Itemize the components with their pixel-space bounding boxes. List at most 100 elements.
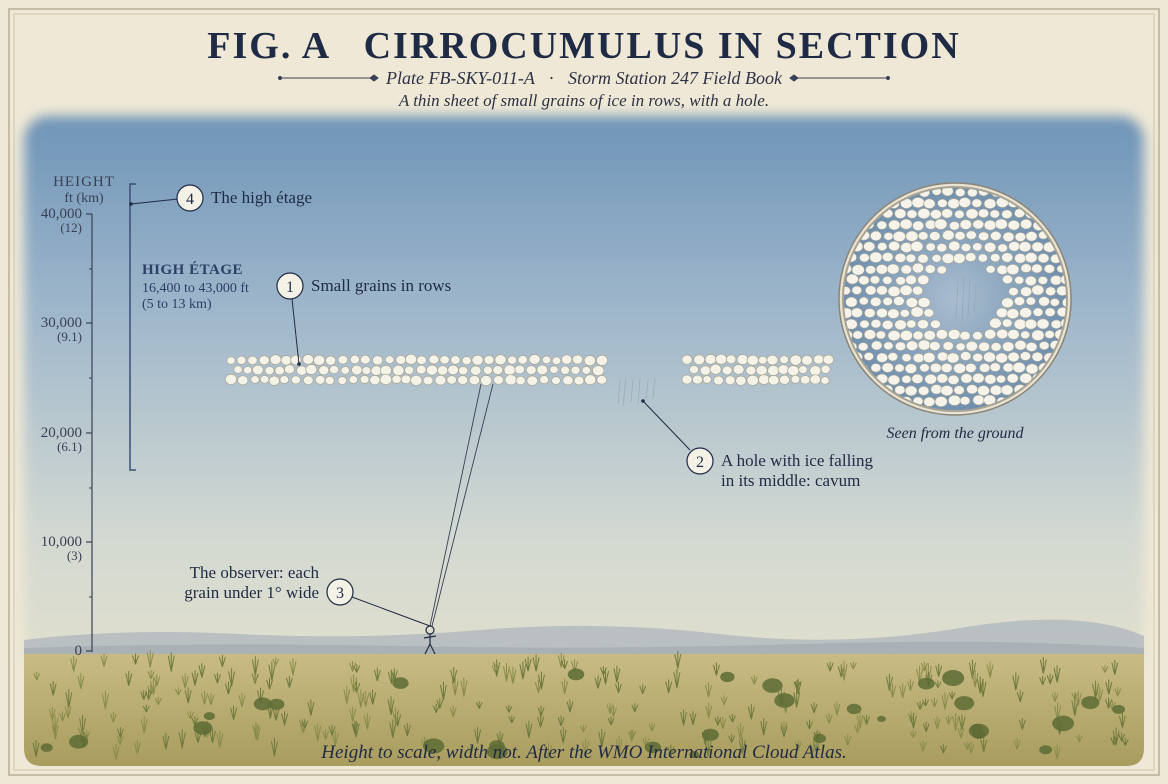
shrub	[942, 670, 965, 686]
inset-grain	[941, 252, 955, 264]
cloud-grain	[767, 375, 780, 386]
cloud-grain	[820, 364, 831, 374]
inset-grain	[972, 242, 983, 252]
grass-tuft	[187, 710, 194, 720]
grass-tuft	[760, 718, 768, 736]
grass-tuft	[720, 695, 728, 706]
inset-grain	[1001, 318, 1013, 328]
grass-tuft	[1039, 657, 1047, 674]
inset-grain	[977, 208, 989, 219]
cloud-grain	[561, 354, 573, 365]
inset-grain	[1002, 341, 1015, 352]
grass-tuft	[178, 729, 186, 749]
grass-tuft	[109, 712, 117, 723]
inset-grain	[852, 330, 863, 340]
grass-tuft	[307, 699, 315, 716]
grass-tuft	[922, 721, 930, 732]
inset-grain	[1006, 373, 1019, 384]
grass-tuft	[934, 680, 942, 689]
cloud-grain	[404, 353, 418, 365]
shrub	[269, 698, 285, 710]
inset-grain	[1056, 285, 1067, 296]
cloud-grain	[525, 365, 537, 375]
grass-tuft	[935, 663, 943, 677]
grass-tuft	[712, 662, 720, 676]
grass-tuft	[460, 677, 468, 697]
cloud-grain	[337, 355, 349, 365]
grass-tuft	[1074, 691, 1082, 706]
inset-grain	[990, 230, 1002, 241]
inset-grain	[912, 285, 924, 296]
axis-tick-km: (6.1)	[57, 439, 82, 454]
inset-grain	[882, 296, 893, 306]
grass-tuft	[557, 653, 565, 668]
inset-grain	[881, 319, 894, 330]
grass-tuft	[238, 693, 246, 708]
cloud-grain	[721, 365, 733, 376]
inset-grain	[899, 284, 913, 296]
inset-grain	[1002, 362, 1014, 373]
cloud-grain	[302, 354, 315, 365]
callout-2-number: 2	[696, 454, 704, 471]
inset-grain	[1008, 241, 1021, 252]
inset-grain	[886, 263, 900, 275]
shrub	[701, 728, 719, 741]
cloud-grain	[264, 366, 275, 376]
inset-grain	[995, 352, 1008, 364]
inset-grain	[887, 374, 901, 386]
cloud-grain	[789, 354, 802, 366]
grass-tuft	[582, 738, 590, 757]
grass-tuft	[450, 667, 458, 684]
grass-tuft	[70, 656, 78, 672]
cloud-grain	[570, 365, 581, 375]
callout-1-anchor	[297, 362, 301, 366]
grass-tuft	[916, 701, 924, 710]
grass-tuft	[738, 737, 746, 755]
cloud-grain	[689, 365, 699, 375]
cloud-grain	[572, 354, 584, 365]
shrub	[1081, 696, 1100, 710]
inset-grain	[1001, 209, 1013, 220]
inset-grain	[1025, 363, 1039, 375]
cloud-grain	[541, 355, 552, 365]
inset-grain	[989, 362, 1001, 372]
cloud-grain	[233, 365, 243, 374]
grass-tuft	[532, 654, 540, 672]
grass-tuft	[48, 706, 56, 720]
grass-tuft	[680, 709, 688, 726]
grass-tuft	[101, 690, 109, 710]
inset-grain	[1036, 318, 1050, 330]
axis-tick-km: (9.1)	[57, 329, 82, 344]
inset-grain	[965, 208, 979, 220]
inset-grain	[953, 385, 965, 395]
inset-grain	[1007, 351, 1020, 363]
axis-tick-km: (3)	[67, 548, 82, 563]
inset-grain	[924, 264, 936, 274]
grass-tuft	[931, 697, 938, 708]
etage-range-ft: 16,400 to 43,000 ft	[142, 281, 249, 296]
inset-grain	[1018, 241, 1032, 253]
grass-tuft	[322, 729, 330, 740]
inset-grain	[858, 296, 869, 306]
grass-tuft	[889, 683, 897, 698]
grass-tuft	[349, 706, 357, 722]
cloud-grain	[494, 354, 507, 366]
inset-grain	[894, 319, 907, 331]
cloud-grain	[385, 355, 395, 364]
cloud-grain	[360, 354, 371, 365]
cloud-grain	[426, 364, 438, 376]
inset-grain	[947, 328, 961, 340]
inset-grain	[883, 341, 894, 351]
inset-grain	[953, 362, 966, 374]
inset-grain	[946, 352, 960, 364]
grass-tuft	[352, 721, 360, 738]
callout-1-marker	[276, 272, 304, 300]
grass-tuft	[252, 722, 260, 740]
axis-tick-ft: 10,000	[41, 534, 82, 550]
inset-grain	[979, 363, 991, 373]
axis-tick-km: (12)	[60, 220, 82, 235]
grass-tuft	[524, 656, 532, 672]
shrub	[423, 738, 445, 754]
grass-tuft	[475, 701, 483, 709]
cloud-grain	[549, 365, 559, 374]
